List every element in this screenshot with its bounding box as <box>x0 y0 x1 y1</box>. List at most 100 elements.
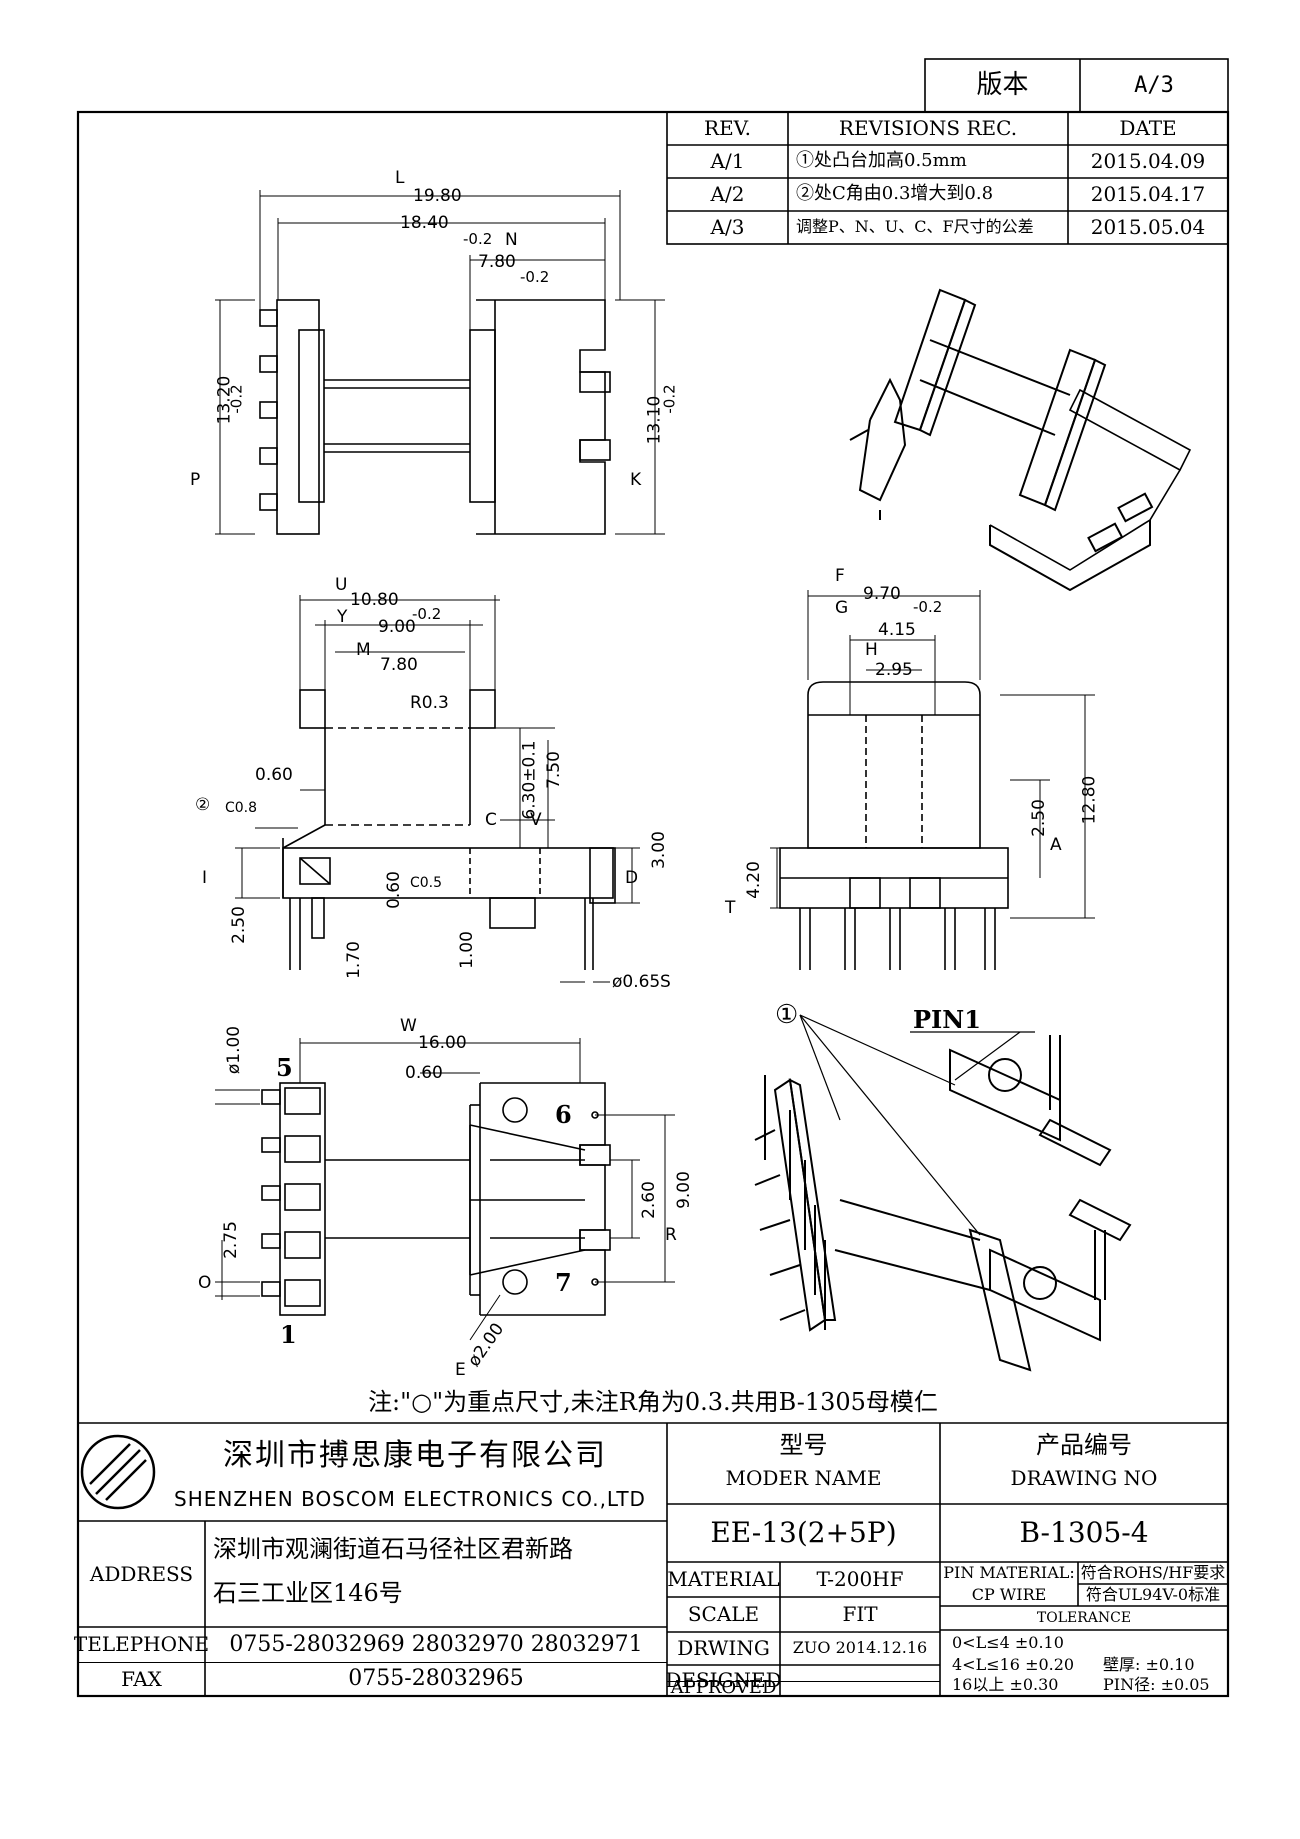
dim-M-value: 7.80 <box>380 655 418 675</box>
rev-cell: A/2 <box>710 182 745 206</box>
address-line-2: 石三工业区146号 <box>213 1579 403 1608</box>
dim-R-value: 9.00 <box>673 1171 694 1209</box>
dim-P-circle: P <box>190 470 201 490</box>
date-cell: 2015.04.17 <box>1090 182 1206 206</box>
drawing-no-label-cn: 产品编号 <box>1036 1431 1132 1460</box>
dim-N-tol: -0.2 <box>520 268 550 286</box>
dim-L-circle: L <box>395 168 405 188</box>
dim-N-outer-tol: -0.2 <box>463 230 493 248</box>
telephone-label: TELEPHONE <box>73 1632 210 1656</box>
tolerance-row-2: 4<L≤16 ±0.20 <box>952 1654 1075 1674</box>
rev-cell: A/3 <box>710 215 745 239</box>
dim-U-value: 10.80 <box>350 590 399 610</box>
dim-C-circle: C <box>485 810 497 830</box>
approved-label: APPROVED <box>670 1677 777 1699</box>
address-line-1: 深圳市观澜街道石马径社区君新路 <box>213 1535 573 1564</box>
company-name-cn: 深圳市搏思康电子有限公司 <box>223 1437 607 1473</box>
designed-label: DESIGNED <box>665 1668 782 1692</box>
dim-D-value: 3.00 <box>648 831 669 869</box>
pin-material-label: PIN MATERIAL: <box>943 1562 1075 1582</box>
pin1-callout: PIN1 <box>913 1005 981 1034</box>
dim-W-circle: W <box>400 1016 417 1036</box>
dim-G-circle: G <box>835 598 849 618</box>
drwing-value: ZUO 2014.12.16 <box>792 1638 928 1658</box>
dim-c08: C0.8 <box>225 800 258 816</box>
dim-c2-circle: ② <box>195 795 211 815</box>
rec-header: REVISIONS REC. <box>838 116 1018 140</box>
scale-label: SCALE <box>687 1602 760 1626</box>
dim-E-circle: E <box>455 1360 466 1380</box>
cp-wire-label: CP WIRE <box>971 1584 1047 1604</box>
date-cell: 2015.05.04 <box>1090 215 1206 239</box>
date-cell: 2015.04.09 <box>1090 149 1206 173</box>
fax-label: FAX <box>121 1666 162 1691</box>
dim-N-circle: N <box>505 230 518 250</box>
dim-U-tol: -0.2 <box>412 605 442 623</box>
dim-100b: ø1.00 <box>224 1025 245 1075</box>
side-view-right <box>779 681 1009 970</box>
isometric-view-top <box>849 288 1192 592</box>
dim-T-value: 4.20 <box>743 861 764 899</box>
dim-100: 1.00 <box>456 931 477 969</box>
pin-tolerance: PIN径: ±0.05 <box>1103 1674 1210 1694</box>
dim-R03: R0.3 <box>410 693 449 713</box>
rec-cell: ②处C角由0.3增大到0.8 <box>796 183 994 205</box>
company-logo <box>80 1434 156 1510</box>
dim-060c: 0.60 <box>405 1063 443 1083</box>
drawing-no-label-en: DRAWING NO <box>1010 1465 1158 1490</box>
dim-F-tol: -0.2 <box>913 598 943 616</box>
dim-G-value: 4.15 <box>878 620 916 640</box>
pin-label-5: 5 <box>276 1053 293 1082</box>
pin-label-1: 1 <box>280 1320 297 1349</box>
dim-P-tol: -0.2 <box>227 384 246 414</box>
pin-label-7: 7 <box>555 1268 572 1297</box>
dim-Y-circle: Y <box>337 607 348 627</box>
telephone-value: 0755-28032969 28032970 28032971 <box>229 1631 643 1657</box>
rec-cell: ①处凸台加高0.5mm <box>796 150 967 172</box>
dim-c05: C0.5 <box>410 875 443 891</box>
dim-H-circle: H <box>865 640 878 660</box>
dim-I-circle: I <box>202 868 208 888</box>
dim-M-circle: M <box>356 640 371 660</box>
dim-O-circle: O <box>198 1273 212 1293</box>
dim-H-value: 2.95 <box>875 660 913 680</box>
tolerance-row-3: 16以上 ±0.30 <box>952 1674 1059 1694</box>
isometric-view-bottom <box>754 1035 1132 1372</box>
company-name-en: SHENZHEN BOSCOM ELECTRONICS CO.,LTD <box>174 1486 646 1511</box>
dim-F-value: 9.70 <box>863 584 901 604</box>
model-label-en: MODER NAME <box>725 1465 882 1490</box>
dim-F-circle: F <box>835 566 845 586</box>
dim-S-circle: S <box>660 972 671 992</box>
cp-wire-value: 符合UL94V-0标准 <box>1085 1584 1221 1604</box>
dim-K-tol: -0.2 <box>660 384 679 414</box>
tolerance-row-1: 0<L≤4 ±0.10 <box>952 1632 1064 1652</box>
dim-V-value: 7.50 <box>543 751 564 789</box>
version-value: A/3 <box>1134 72 1174 98</box>
dim-R-inner: 2.60 <box>638 1181 659 1219</box>
model-label-cn: 型号 <box>779 1431 828 1460</box>
model-value: EE-13(2+5P) <box>710 1515 897 1549</box>
dim-W-value: 16.00 <box>418 1033 467 1053</box>
dim-170: 1.70 <box>343 941 364 979</box>
dim-K-circle: K <box>630 470 642 490</box>
rec-cell: 调整P、N、U、C、F尺寸的公差 <box>796 217 1034 237</box>
tolerance-label: TOLERANCE <box>1036 1609 1132 1626</box>
address-label: ADDRESS <box>89 1561 194 1586</box>
dim-S-value: ø0.65 <box>612 972 661 992</box>
dim-Y-value: 9.00 <box>378 617 416 637</box>
wall-tolerance: 壁厚: ±0.10 <box>1103 1654 1195 1674</box>
front-view-left <box>282 689 616 970</box>
approved-divider <box>667 1681 940 1682</box>
drwing-label: DRWING <box>677 1636 770 1660</box>
scale-value: FIT <box>842 1602 878 1626</box>
dim-A-inner: 2.50 <box>1028 799 1049 837</box>
dim-A-value: 12.80 <box>1079 775 1100 825</box>
version-label: 版本 <box>976 69 1029 100</box>
drawing-no-value: B-1305-4 <box>1019 1515 1149 1549</box>
dim-060b: 0.60 <box>383 871 404 909</box>
dim-O-value: 2.75 <box>220 1221 241 1259</box>
bottom-view-left <box>261 1082 611 1316</box>
dim-U-circle: U <box>335 575 348 595</box>
pin-label-6: 6 <box>555 1100 572 1129</box>
